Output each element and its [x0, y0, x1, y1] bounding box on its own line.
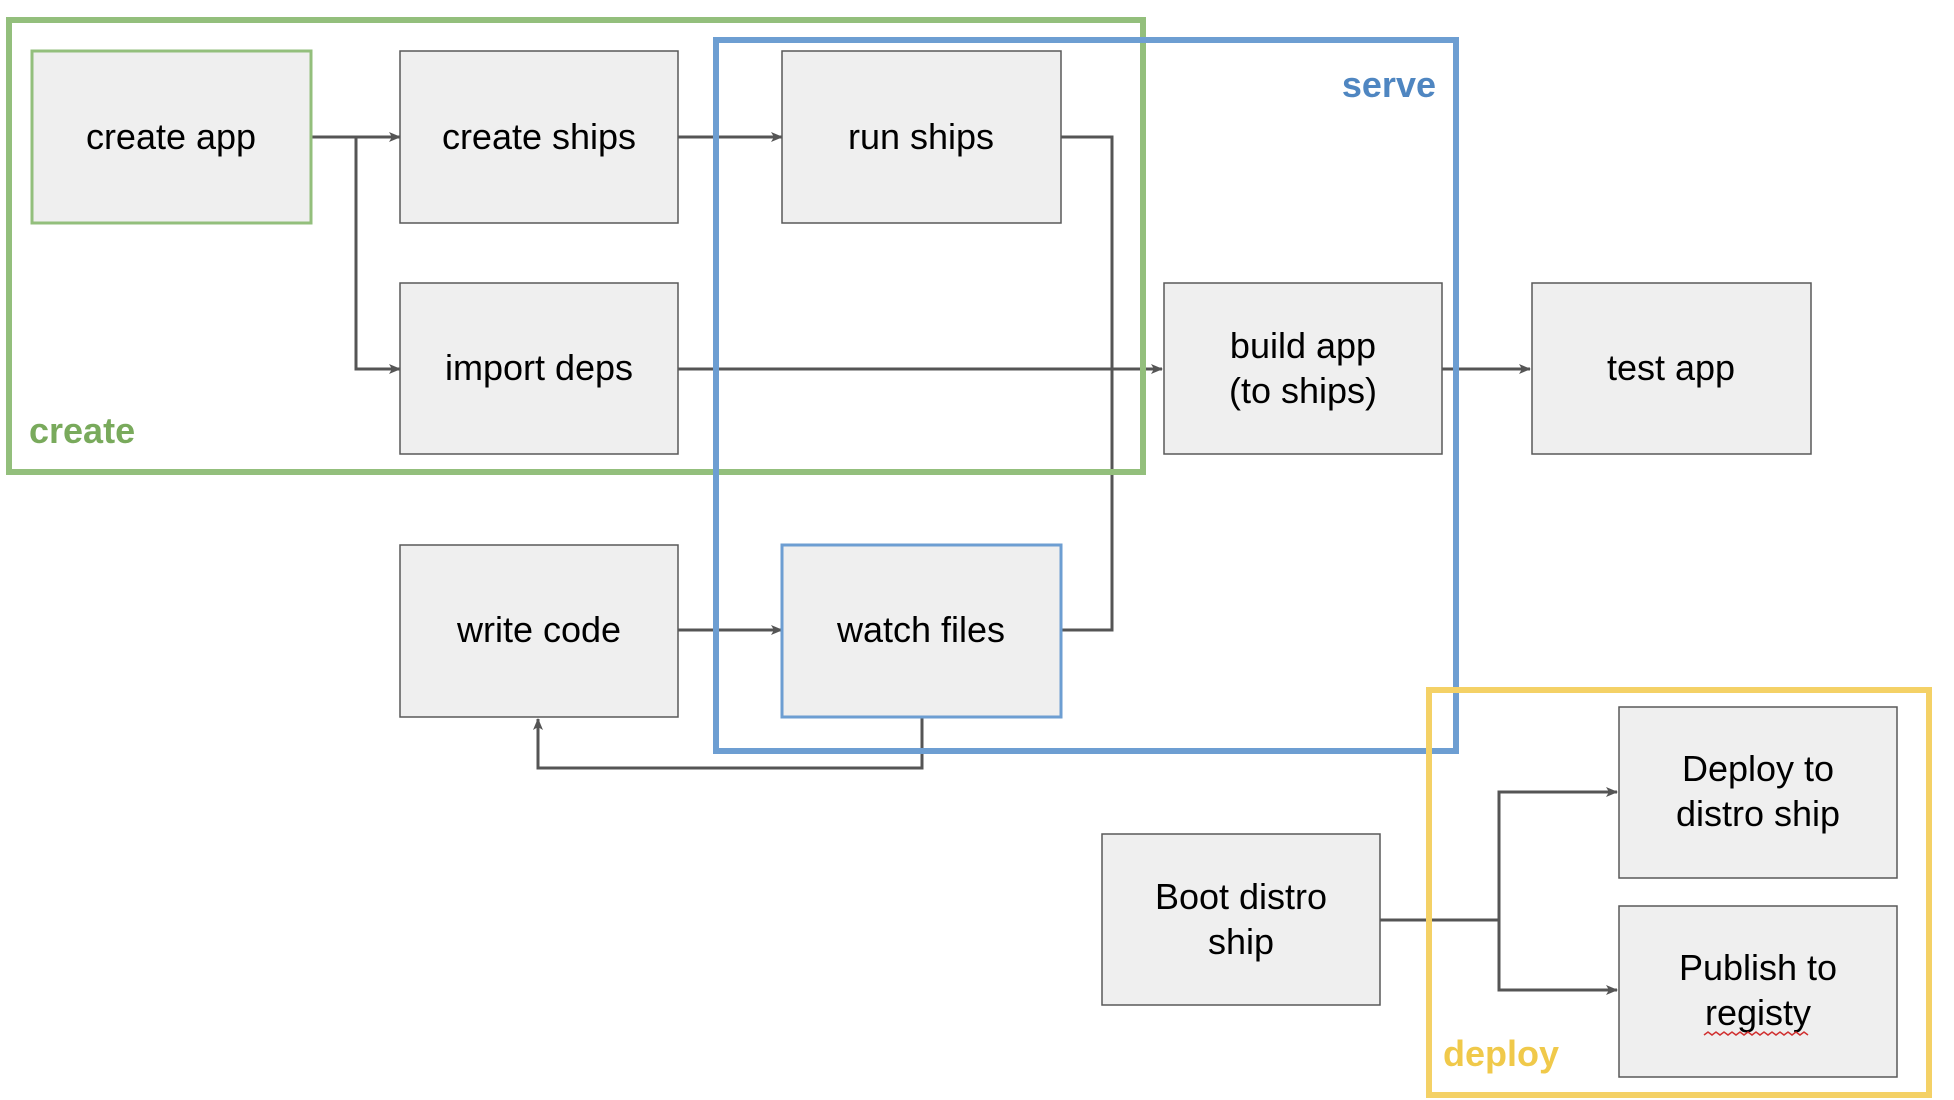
node-run-ships[interactable]: run ships [781, 50, 1062, 224]
svg-text:registy: registy [1705, 992, 1811, 1033]
node-build-app[interactable]: build app (to ships) [1163, 282, 1443, 455]
node-watch-files-label: watch files [836, 609, 1005, 650]
edge-boot-distro-to-deploy-distro [1380, 787, 1618, 922]
node-import-deps[interactable]: import deps [399, 282, 679, 455]
svg-text:test app: test app [1607, 347, 1735, 388]
edges [310, 132, 1618, 995]
node-publish-registry[interactable]: Publish to registy [1618, 905, 1898, 1078]
group-serve: serve [713, 37, 1459, 754]
group-serve-label: serve [1342, 64, 1436, 105]
edge-boot-distro-to-publish-registry [1497, 920, 1618, 995]
group-deploy-label: deploy [1443, 1033, 1559, 1074]
node-write-code[interactable]: write code [399, 544, 679, 718]
group-create: create [6, 17, 1146, 475]
node-build-app-label-line-2: (to ships) [1229, 370, 1377, 411]
node-write-code-label: write code [456, 609, 621, 650]
node-boot-distro[interactable]: Boot distro ship [1101, 833, 1381, 1006]
svg-text:Boot distro: Boot distro [1155, 876, 1327, 917]
group-create-label: create [29, 410, 135, 451]
node-boot-distro-label-line-1: Boot distro [1155, 876, 1327, 917]
svg-text:build app: build app [1230, 325, 1376, 366]
svg-text:create app: create app [86, 116, 256, 157]
edge-create-app-to-import-deps [354, 137, 401, 374]
svg-text:ship: ship [1208, 921, 1274, 962]
node-publish-registry-label-line-1: Publish to [1679, 947, 1837, 988]
node-watch-files[interactable]: watch files [780, 543, 1063, 719]
node-publish-registry-label-line-2: registy [1705, 992, 1811, 1033]
group-deploy: deploy [1426, 687, 1932, 1098]
node-create-app-label: create app [86, 116, 256, 157]
edge-watch-files-to-build-app [1061, 369, 1114, 632]
node-deploy-distro-label-line-1: Deploy to [1682, 748, 1834, 789]
svg-text:create ships: create ships [442, 116, 636, 157]
node-create-ships[interactable]: create ships [399, 50, 679, 224]
edge-run-ships-to-build-app [1061, 135, 1114, 369]
node-import-deps-label: import deps [445, 347, 633, 388]
node-boot-distro-label-line-2: ship [1208, 921, 1274, 962]
svg-text:write code: write code [456, 609, 621, 650]
edge-watch-files-to-write-code [533, 716, 924, 770]
node-test-app[interactable]: test app [1531, 282, 1812, 455]
svg-text:run ships: run ships [848, 116, 994, 157]
node-build-app-label-line-1: build app [1230, 325, 1376, 366]
svg-text:Deploy to: Deploy to [1682, 748, 1834, 789]
node-create-app[interactable]: create app [30, 49, 313, 225]
svg-text:(to ships): (to ships) [1229, 370, 1377, 411]
node-create-ships-label: create ships [442, 116, 636, 157]
spellcheck-squiggle [1703, 1031, 1809, 1036]
svg-text:import deps: import deps [445, 347, 633, 388]
svg-text:distro ship: distro ship [1676, 793, 1840, 834]
node-deploy-distro-label-line-2: distro ship [1676, 793, 1840, 834]
node-run-ships-label: run ships [848, 116, 994, 157]
svg-text:watch files: watch files [836, 609, 1005, 650]
svg-text:Publish to: Publish to [1679, 947, 1837, 988]
node-test-app-label: test app [1607, 347, 1735, 388]
node-deploy-distro[interactable]: Deploy to distro ship [1618, 706, 1898, 879]
